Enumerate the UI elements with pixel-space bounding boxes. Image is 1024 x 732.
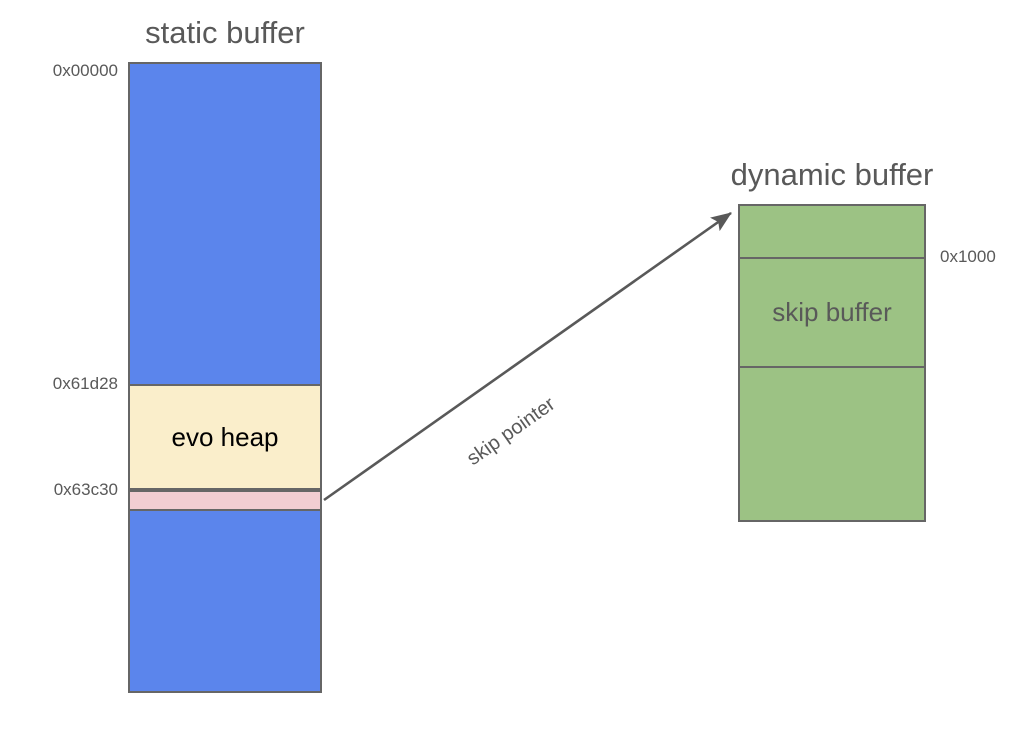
address-label-0x63c30: 0x63c30 [53, 480, 118, 499]
address-label-0x00000: 0x00000 [52, 61, 118, 80]
skip-pointer-slot-segment [128, 490, 322, 511]
address-label-0x61d28: 0x61d28 [52, 374, 118, 393]
evo-heap-segment: evo heap [128, 384, 322, 490]
dynamic-buffer-block: skip buffer [738, 204, 926, 522]
skip-buffer-segment: skip buffer [740, 259, 924, 366]
static-buffer-block: evo heap [128, 62, 322, 693]
skip-pointer-label: skip pointer [463, 393, 560, 470]
skip-buffer-label: skip buffer [772, 297, 892, 327]
dynamic-buffer-title: dynamic buffer [730, 157, 934, 192]
dynamic-buffer-divider-top [738, 257, 926, 259]
address-label-0x1000: 0x1000 [940, 247, 996, 266]
skip-pointer-arrow-line [323, 211, 732, 502]
evo-heap-label: evo heap [171, 421, 279, 452]
static-buffer-title: static buffer [145, 15, 305, 50]
dynamic-buffer-divider-bottom [738, 366, 926, 368]
